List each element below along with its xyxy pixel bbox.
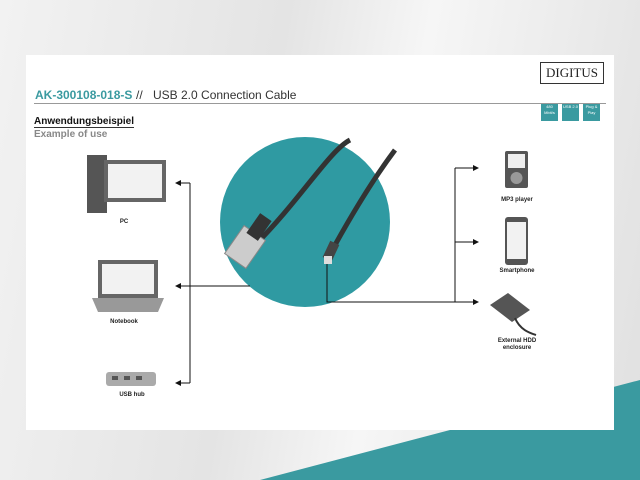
brand-logo: DIGITUS [540, 62, 604, 84]
cable-circle [220, 137, 390, 307]
section-heading: Anwendungsbeispiel [34, 116, 135, 128]
right-connectors [326, 165, 479, 305]
product-title: USB 2.0 Connection Cable [153, 88, 297, 102]
product-code: AK-300108-018-S [35, 88, 133, 102]
label-mp3-player: MP3 player [501, 197, 533, 203]
label-notebook: Notebook [110, 319, 138, 325]
cable [253, 137, 398, 247]
section-subheading: Example of use [34, 129, 108, 140]
usb-hub-icon [106, 372, 156, 386]
label-hdd-enclosure: External HDD enclosure [497, 338, 537, 351]
label-usb-hub: USB hub [119, 392, 145, 398]
usb-a-plug-icon [223, 213, 272, 270]
plug-play-badge: Plug & Play [583, 104, 600, 121]
mp3-player-icon [505, 151, 528, 188]
label-pc: PC [119, 219, 129, 225]
divider [34, 103, 606, 104]
smartphone-icon [505, 217, 528, 265]
label-smartphone: Smartphone [499, 268, 535, 274]
left-connectors [175, 180, 250, 386]
title-separator: // [136, 88, 143, 102]
pc-icon [87, 155, 166, 213]
usb-badge: USB 2.0 [562, 104, 579, 121]
speed-badge: 480 Mbit/s [541, 104, 558, 121]
notebook-icon [92, 260, 164, 312]
hdd-enclosure-icon [490, 293, 537, 336]
mini-usb-plug-icon [322, 240, 340, 264]
